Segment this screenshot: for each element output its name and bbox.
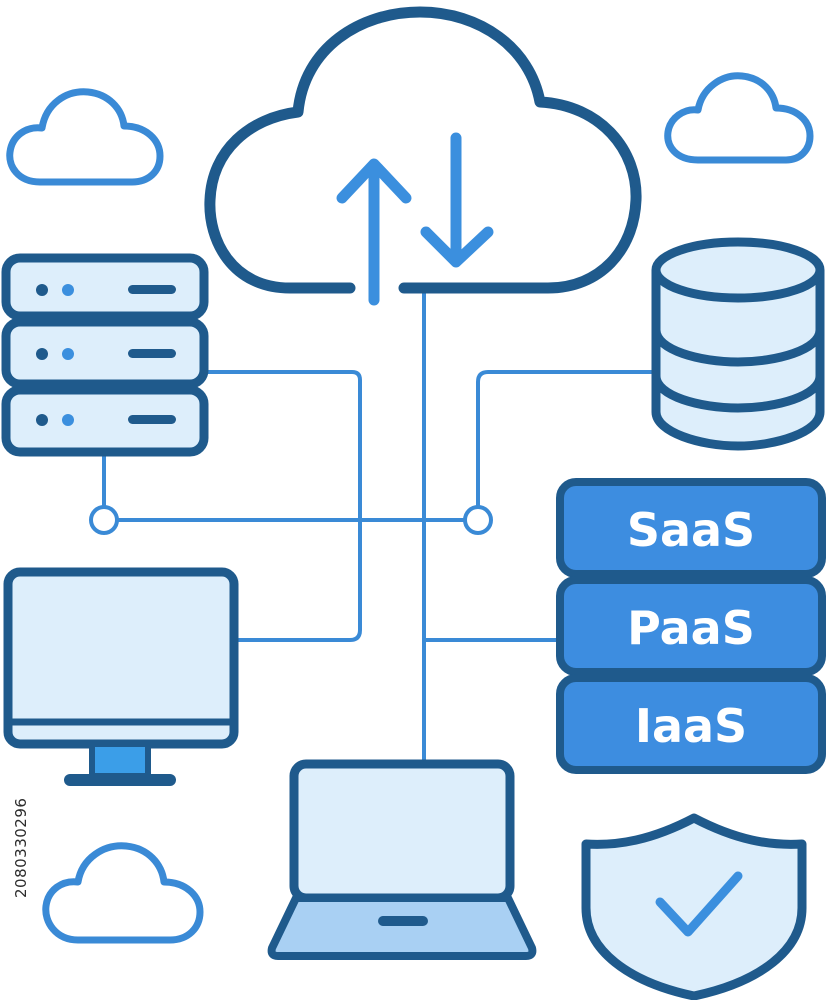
server-unit	[1, 253, 209, 321]
stock-id-text: 2080330296	[12, 797, 30, 898]
database-icon	[651, 237, 825, 451]
server-rack-icon	[1, 253, 209, 457]
small-cloud-icon	[6, 88, 164, 186]
cloud-upload-download-icon	[204, 6, 642, 306]
laptop-icon	[267, 759, 537, 960]
saas-label: SaaS	[627, 503, 755, 557]
paas-block	[556, 576, 826, 676]
database-link	[476, 370, 654, 509]
paas-label: PaaS	[627, 601, 755, 655]
download-arrow-icon	[420, 132, 494, 268]
server-monitor-link	[203, 370, 362, 642]
saas-block	[556, 478, 826, 578]
checkmark-icon	[655, 871, 743, 937]
stock-id-label: 2080330296	[2, 748, 42, 898]
small-cloud-icon	[42, 842, 204, 944]
server-unit	[1, 317, 209, 389]
node-left	[89, 505, 119, 535]
service-stack: SaaS PaaS IaaS	[556, 478, 826, 774]
small-cloud-icon	[664, 72, 814, 164]
monitor-icon	[3, 567, 239, 786]
shield-check-icon	[581, 813, 807, 1000]
node-right	[463, 505, 493, 535]
connection-lines	[102, 288, 654, 762]
iaas-block	[556, 674, 826, 774]
server-unit	[1, 385, 209, 457]
iaas-label: IaaS	[635, 699, 747, 753]
upload-arrow-icon	[336, 158, 412, 306]
